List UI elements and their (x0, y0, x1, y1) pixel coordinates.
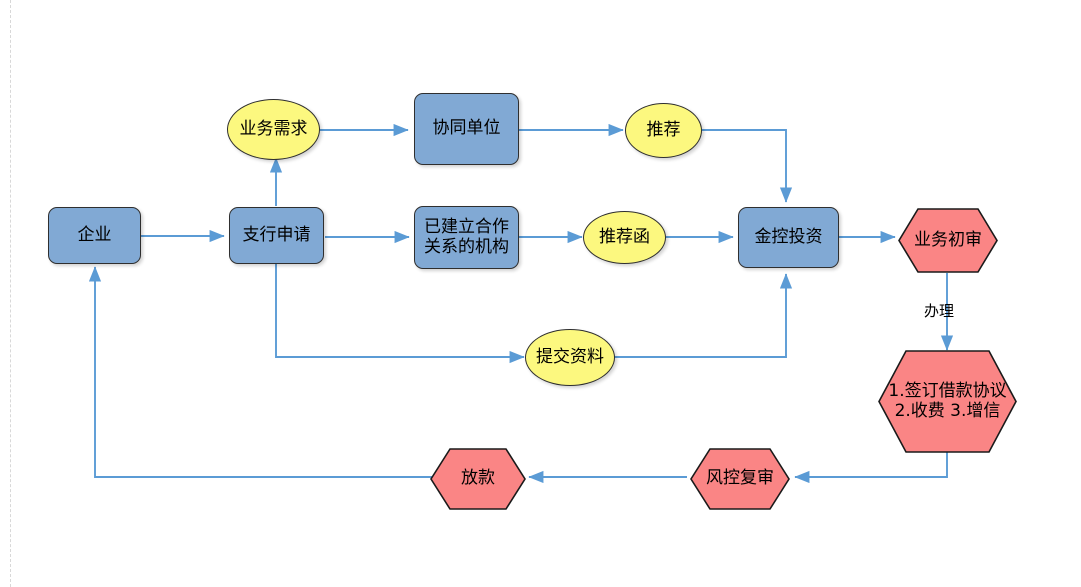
node-tuijian[interactable]: 推荐 (625, 103, 702, 158)
node-zhihang-shenqing[interactable]: 支行申请 (229, 207, 324, 264)
node-qianding-jiekuan-xieyi[interactable]: 1.签订借款协议 2.收费 3.增信 (878, 350, 1017, 453)
edge-tuijian-to-jinkong (702, 129, 793, 203)
node-tijiao-ziliao[interactable]: 提交资料 (525, 329, 615, 386)
node-zhihang-shenqing-label: 支行申请 (242, 224, 311, 245)
node-fengkong-fushen[interactable]: 风控复审 (690, 448, 790, 510)
node-tijiao-ziliao-label: 提交资料 (536, 346, 604, 367)
edge-tijiaoziliao-to-jinkong (614, 273, 793, 358)
node-tuijian-label: 推荐 (646, 119, 681, 140)
node-jinkong-touzi[interactable]: 金控投资 (738, 207, 839, 268)
node-yewu-xuqiu-label: 业务需求 (239, 118, 308, 139)
edge-zhihang-to-tijiaoziliao (275, 264, 525, 364)
node-yewu-xuqiu[interactable]: 业务需求 (227, 99, 320, 160)
node-fangkuan[interactable]: 放款 (430, 448, 526, 510)
node-tuijianhan-label: 推荐函 (599, 226, 650, 247)
node-yewu-chushen[interactable]: 业务初审 (898, 208, 998, 273)
node-jinkong-touzi-label: 金控投资 (754, 226, 823, 247)
node-tuijianhan[interactable]: 推荐函 (583, 211, 666, 264)
node-xietong-danwei-label: 协同单位 (432, 118, 501, 139)
edge-qianding-to-fengkong (794, 452, 948, 484)
edge-label-banli: 办理 (924, 302, 955, 320)
node-xietong-danwei[interactable]: 协同单位 (414, 93, 519, 165)
page-margin-guide (10, 0, 11, 587)
node-yijianli-hezuo-jigou[interactable]: 已建立合作 关系的机构 (414, 206, 519, 269)
node-qiye-label: 企业 (77, 224, 112, 245)
node-qiye[interactable]: 企业 (48, 207, 141, 264)
node-yijianli-hezuo-jigou-label: 已建立合作 关系的机构 (424, 217, 509, 257)
edge-fangkuan-to-qiye (88, 266, 432, 478)
